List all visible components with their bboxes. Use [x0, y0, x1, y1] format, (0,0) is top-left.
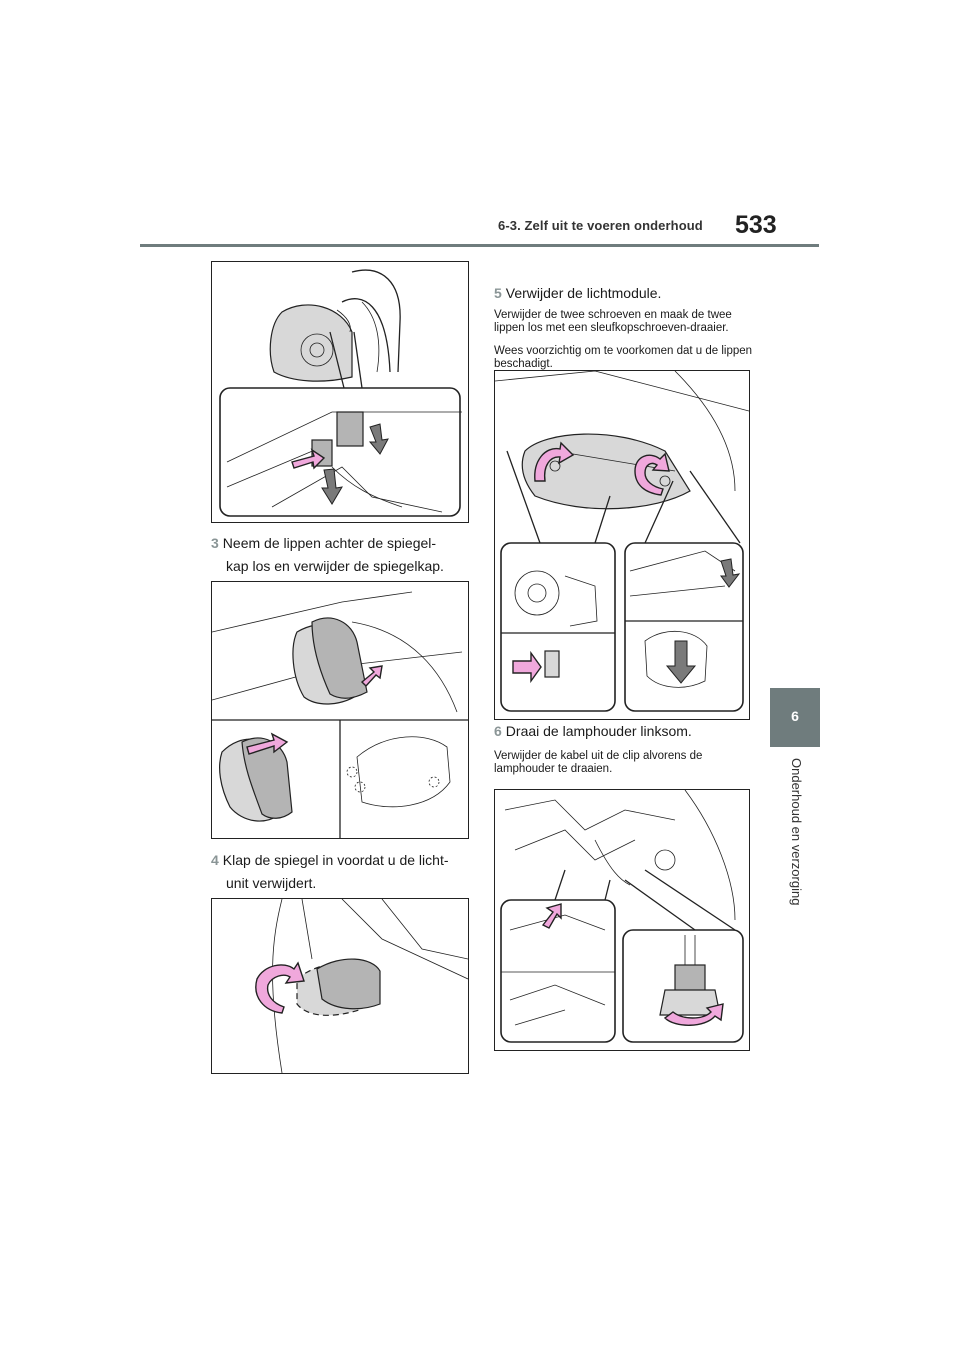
- section-title: 6-3. Zelf uit te voeren onderhoud: [498, 218, 703, 233]
- step-3-line1: Neem de lippen achter de spiegel-: [222, 535, 437, 551]
- figure-fold-mirror: [211, 898, 469, 1074]
- figure-mirror-connectors: [211, 261, 469, 523]
- figure-light-module: [494, 370, 750, 720]
- step-5-note2: Wees voorzichtig om te voorkomen dat u d…: [494, 345, 753, 370]
- step-6-note1: Verwijder de kabel uit de clip alvorens …: [494, 750, 703, 775]
- step-4-line1: Klap de spiegel in voordat u de licht-: [222, 852, 449, 868]
- step-4-line2: unit verwijdert.: [226, 875, 317, 891]
- step-6-number: 6: [494, 723, 502, 739]
- step-3-line2: kap los en verwijder de spiegelkap.: [226, 558, 444, 574]
- figure-lamp-holder: [494, 789, 750, 1051]
- header-rule: [140, 244, 819, 247]
- step-6-title: Draai de lamphouder linksom.: [505, 723, 692, 739]
- step-5-note1: Verwijder de twee schroeven en maak de t…: [494, 309, 732, 334]
- chapter-title-vertical: Onderhoud en verzorging: [784, 758, 804, 918]
- step-3-number: 3: [211, 535, 219, 551]
- step-5-number: 5: [494, 285, 502, 301]
- figure-mirror-cover: [211, 581, 469, 839]
- step-5-title: Verwijder de lichtmodule.: [505, 285, 662, 301]
- page-number: 533: [735, 211, 777, 239]
- chapter-title: Onderhoud en verzorging: [789, 758, 804, 906]
- chapter-number: 6: [791, 708, 799, 724]
- chapter-tab: 6: [770, 688, 820, 747]
- step-4-number: 4: [211, 852, 219, 868]
